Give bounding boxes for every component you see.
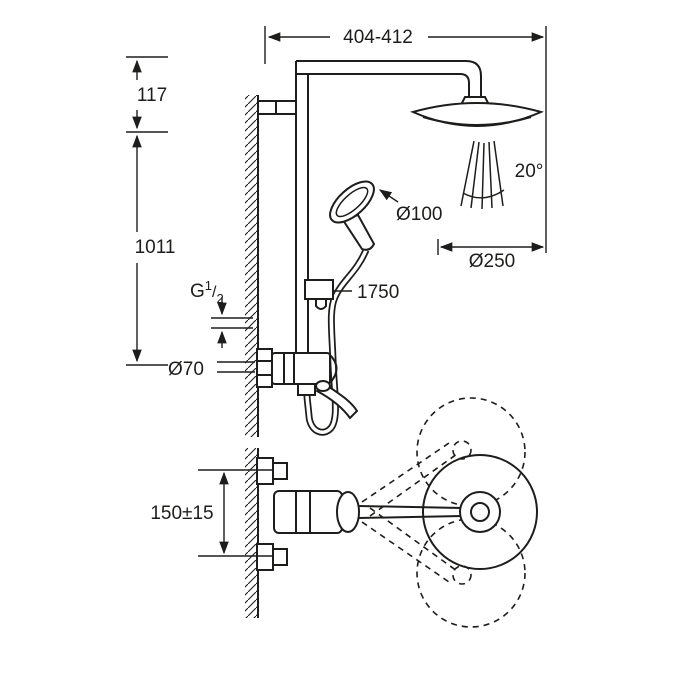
dim-label-system-height: 1750 <box>357 282 399 303</box>
head-shower-body <box>410 102 544 127</box>
dim-label-supply-spacing: 150±15 <box>150 503 213 524</box>
shower-arm <box>358 515 463 519</box>
hand-shower-face <box>335 186 369 218</box>
dim-label-thread: G1/2 <box>190 278 224 306</box>
spray-line <box>460 140 475 207</box>
arm-lower-dashed <box>369 507 458 572</box>
head-shower <box>410 102 544 210</box>
supply-nut-bottom <box>272 548 288 566</box>
thermostat-view <box>256 454 538 571</box>
arm-ball-joint <box>459 491 501 533</box>
leader-hand-shower <box>378 189 399 203</box>
supply-fitting-bottom <box>256 543 274 571</box>
escutcheon <box>256 348 273 388</box>
arm-upper-dashed <box>369 453 458 517</box>
hose-outlet <box>297 383 316 396</box>
valve-cap <box>329 354 338 384</box>
dim-label-height-main: 1011 <box>135 237 176 258</box>
wall <box>245 95 259 618</box>
dimension-lines <box>126 26 547 557</box>
thermostat-knob <box>336 491 360 533</box>
spray-line <box>493 140 504 207</box>
hand-shower-handle <box>341 213 376 251</box>
hand-shower <box>303 180 376 436</box>
head-position-lower-dashed-circle <box>416 518 526 628</box>
supply-nut-top <box>272 462 288 480</box>
valve-body <box>271 352 331 385</box>
arm-lower-dashed <box>361 521 450 583</box>
head-shower-face-line <box>422 116 532 126</box>
dim-label-spray-angle: 20° <box>515 161 544 182</box>
shower-pipes <box>257 60 491 354</box>
supply-fitting-top <box>256 457 274 485</box>
dimension-labels: 404-412 117 1011 20° Ø100 Ø250 1750 G1/2… <box>135 27 544 524</box>
dim-label-head-shower-dia: Ø250 <box>469 251 515 272</box>
head-position-upper-dashed-circle <box>416 397 526 507</box>
wall-hatch-lower <box>245 448 258 618</box>
spray-angle-arc <box>462 189 505 199</box>
spray-line <box>488 141 493 209</box>
spray-line <box>481 142 485 210</box>
mixer-valve <box>256 348 359 420</box>
hand-shower-head <box>329 180 375 224</box>
wall-hatch-upper <box>245 95 258 437</box>
lever-handle <box>315 382 359 420</box>
top-pipe-outer <box>296 60 482 97</box>
arm-joint-upper-dashed <box>452 440 472 460</box>
lever-pivot <box>315 380 331 392</box>
dim-label-offset-top: 117 <box>137 85 167 106</box>
arm-ball-joint-center <box>470 502 490 522</box>
dim-label-hand-shower-dia: Ø100 <box>396 204 442 225</box>
rail-slider <box>304 279 334 300</box>
arm-joint-lower-dashed <box>452 565 472 585</box>
shower-arm <box>358 505 463 509</box>
dim-label-escutcheon-dia: Ø70 <box>168 359 204 380</box>
head-shower-top-view <box>422 454 538 570</box>
slider-hook <box>315 299 327 310</box>
top-pipe-inner <box>296 73 470 97</box>
dim-label-top-width: 404-412 <box>343 27 413 48</box>
thermostat-body <box>273 490 343 534</box>
